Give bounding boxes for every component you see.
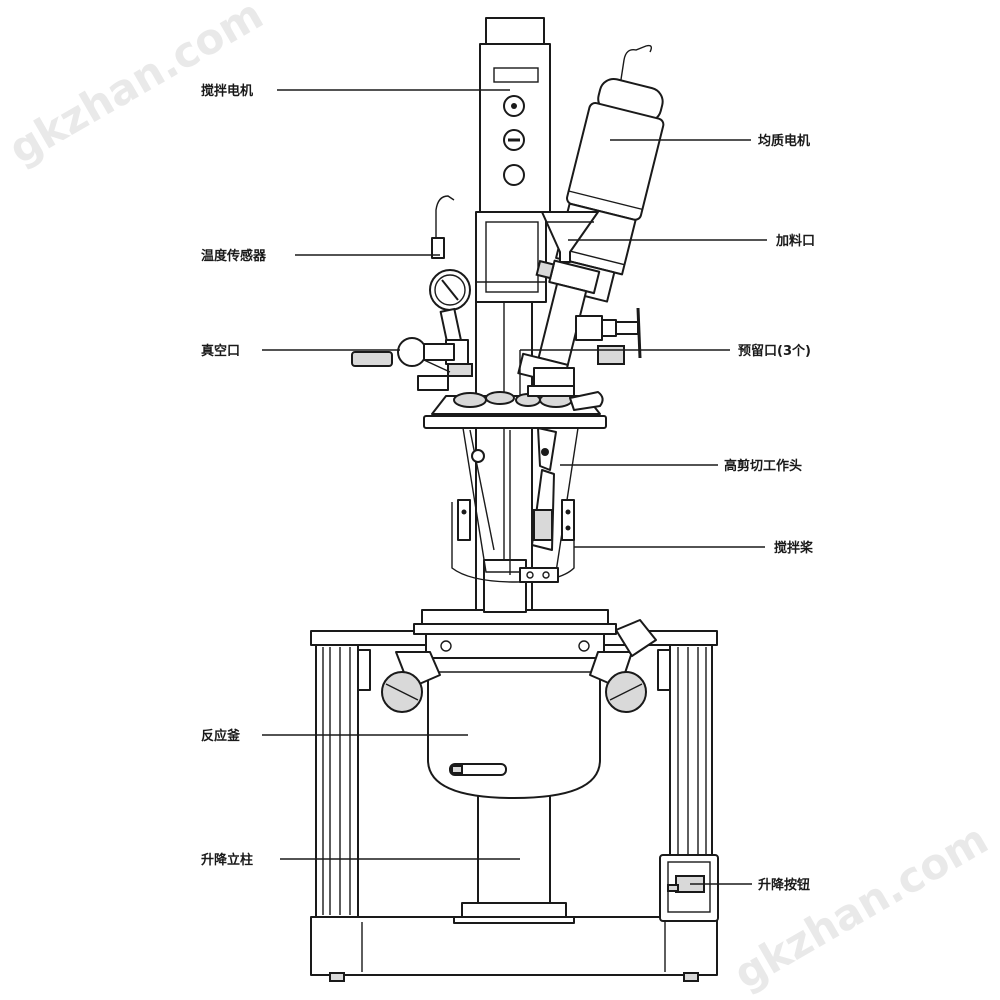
temperature-probe bbox=[469, 429, 495, 551]
lifting-button[interactable] bbox=[659, 854, 719, 922]
label-stirring-paddle: 搅拌桨 bbox=[774, 540, 814, 556]
vacuum-port[interactable] bbox=[351, 337, 455, 373]
frame bbox=[310, 630, 718, 982]
lid bbox=[423, 391, 607, 429]
label-lifting-column: 升降立柱 bbox=[201, 852, 253, 868]
label-stirring-motor: 搅拌电机 bbox=[201, 83, 253, 99]
feeding-port[interactable] bbox=[541, 211, 599, 263]
reserved-ports[interactable] bbox=[527, 307, 642, 397]
label-reaction-vessel: 反应釜 bbox=[201, 728, 241, 744]
label-temperature-sensor: 温度传感器 bbox=[201, 248, 267, 264]
motor-display bbox=[493, 67, 539, 83]
label-reserved-ports: 预留口(3个) bbox=[738, 343, 811, 359]
stirring-paddle bbox=[451, 499, 575, 583]
label-homogenizer-motor: 均质电机 bbox=[758, 133, 810, 149]
reaction-vessel bbox=[381, 609, 657, 799]
watermark-bottom-right: gkzhan.com bbox=[726, 814, 997, 998]
shaft-assembly bbox=[475, 299, 533, 613]
lifting-column bbox=[453, 794, 575, 924]
label-high-shear-head: 高剪切工作头 bbox=[724, 458, 802, 474]
label-feeding-port: 加料口 bbox=[775, 233, 815, 249]
stirring-motor bbox=[475, 17, 551, 303]
speed-up-button[interactable] bbox=[503, 95, 525, 117]
label-vacuum-port: 真空口 bbox=[201, 343, 240, 359]
high-shear-head bbox=[531, 427, 557, 551]
vessel-clamp-left[interactable] bbox=[381, 651, 441, 713]
vessel-clamp-right[interactable] bbox=[589, 619, 657, 713]
leader-lines bbox=[262, 89, 767, 885]
speed-down-button[interactable] bbox=[503, 129, 525, 151]
label-lifting-button: 升降按钮 bbox=[758, 877, 810, 893]
power-button[interactable] bbox=[503, 164, 525, 186]
